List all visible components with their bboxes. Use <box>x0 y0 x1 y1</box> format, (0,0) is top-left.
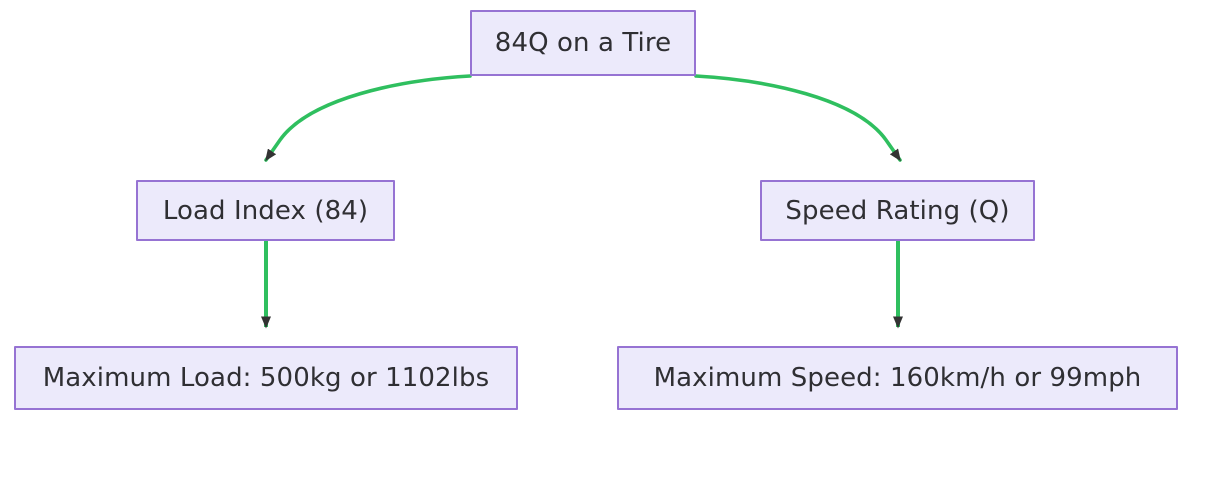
edge-root-to-speed <box>694 74 902 162</box>
node-load-index[interactable]: Load Index (84) <box>136 180 395 241</box>
node-maximum-speed[interactable]: Maximum Speed: 160km/h or 99mph <box>617 346 1178 410</box>
node-maximum-load[interactable]: Maximum Load: 500kg or 1102lbs <box>14 346 518 410</box>
node-maximum-load-label: Maximum Load: 500kg or 1102lbs <box>42 363 490 393</box>
node-load-index-label: Load Index (84) <box>162 195 369 226</box>
node-speed-rating-label: Speed Rating (Q) <box>785 195 1010 226</box>
node-maximum-speed-label: Maximum Speed: 160km/h or 99mph <box>653 363 1142 393</box>
node-speed-rating[interactable]: Speed Rating (Q) <box>760 180 1035 241</box>
node-root[interactable]: 84Q on a Tire <box>470 10 696 76</box>
edge-root-to-load <box>264 74 472 162</box>
node-root-label: 84Q on a Tire <box>494 28 672 58</box>
